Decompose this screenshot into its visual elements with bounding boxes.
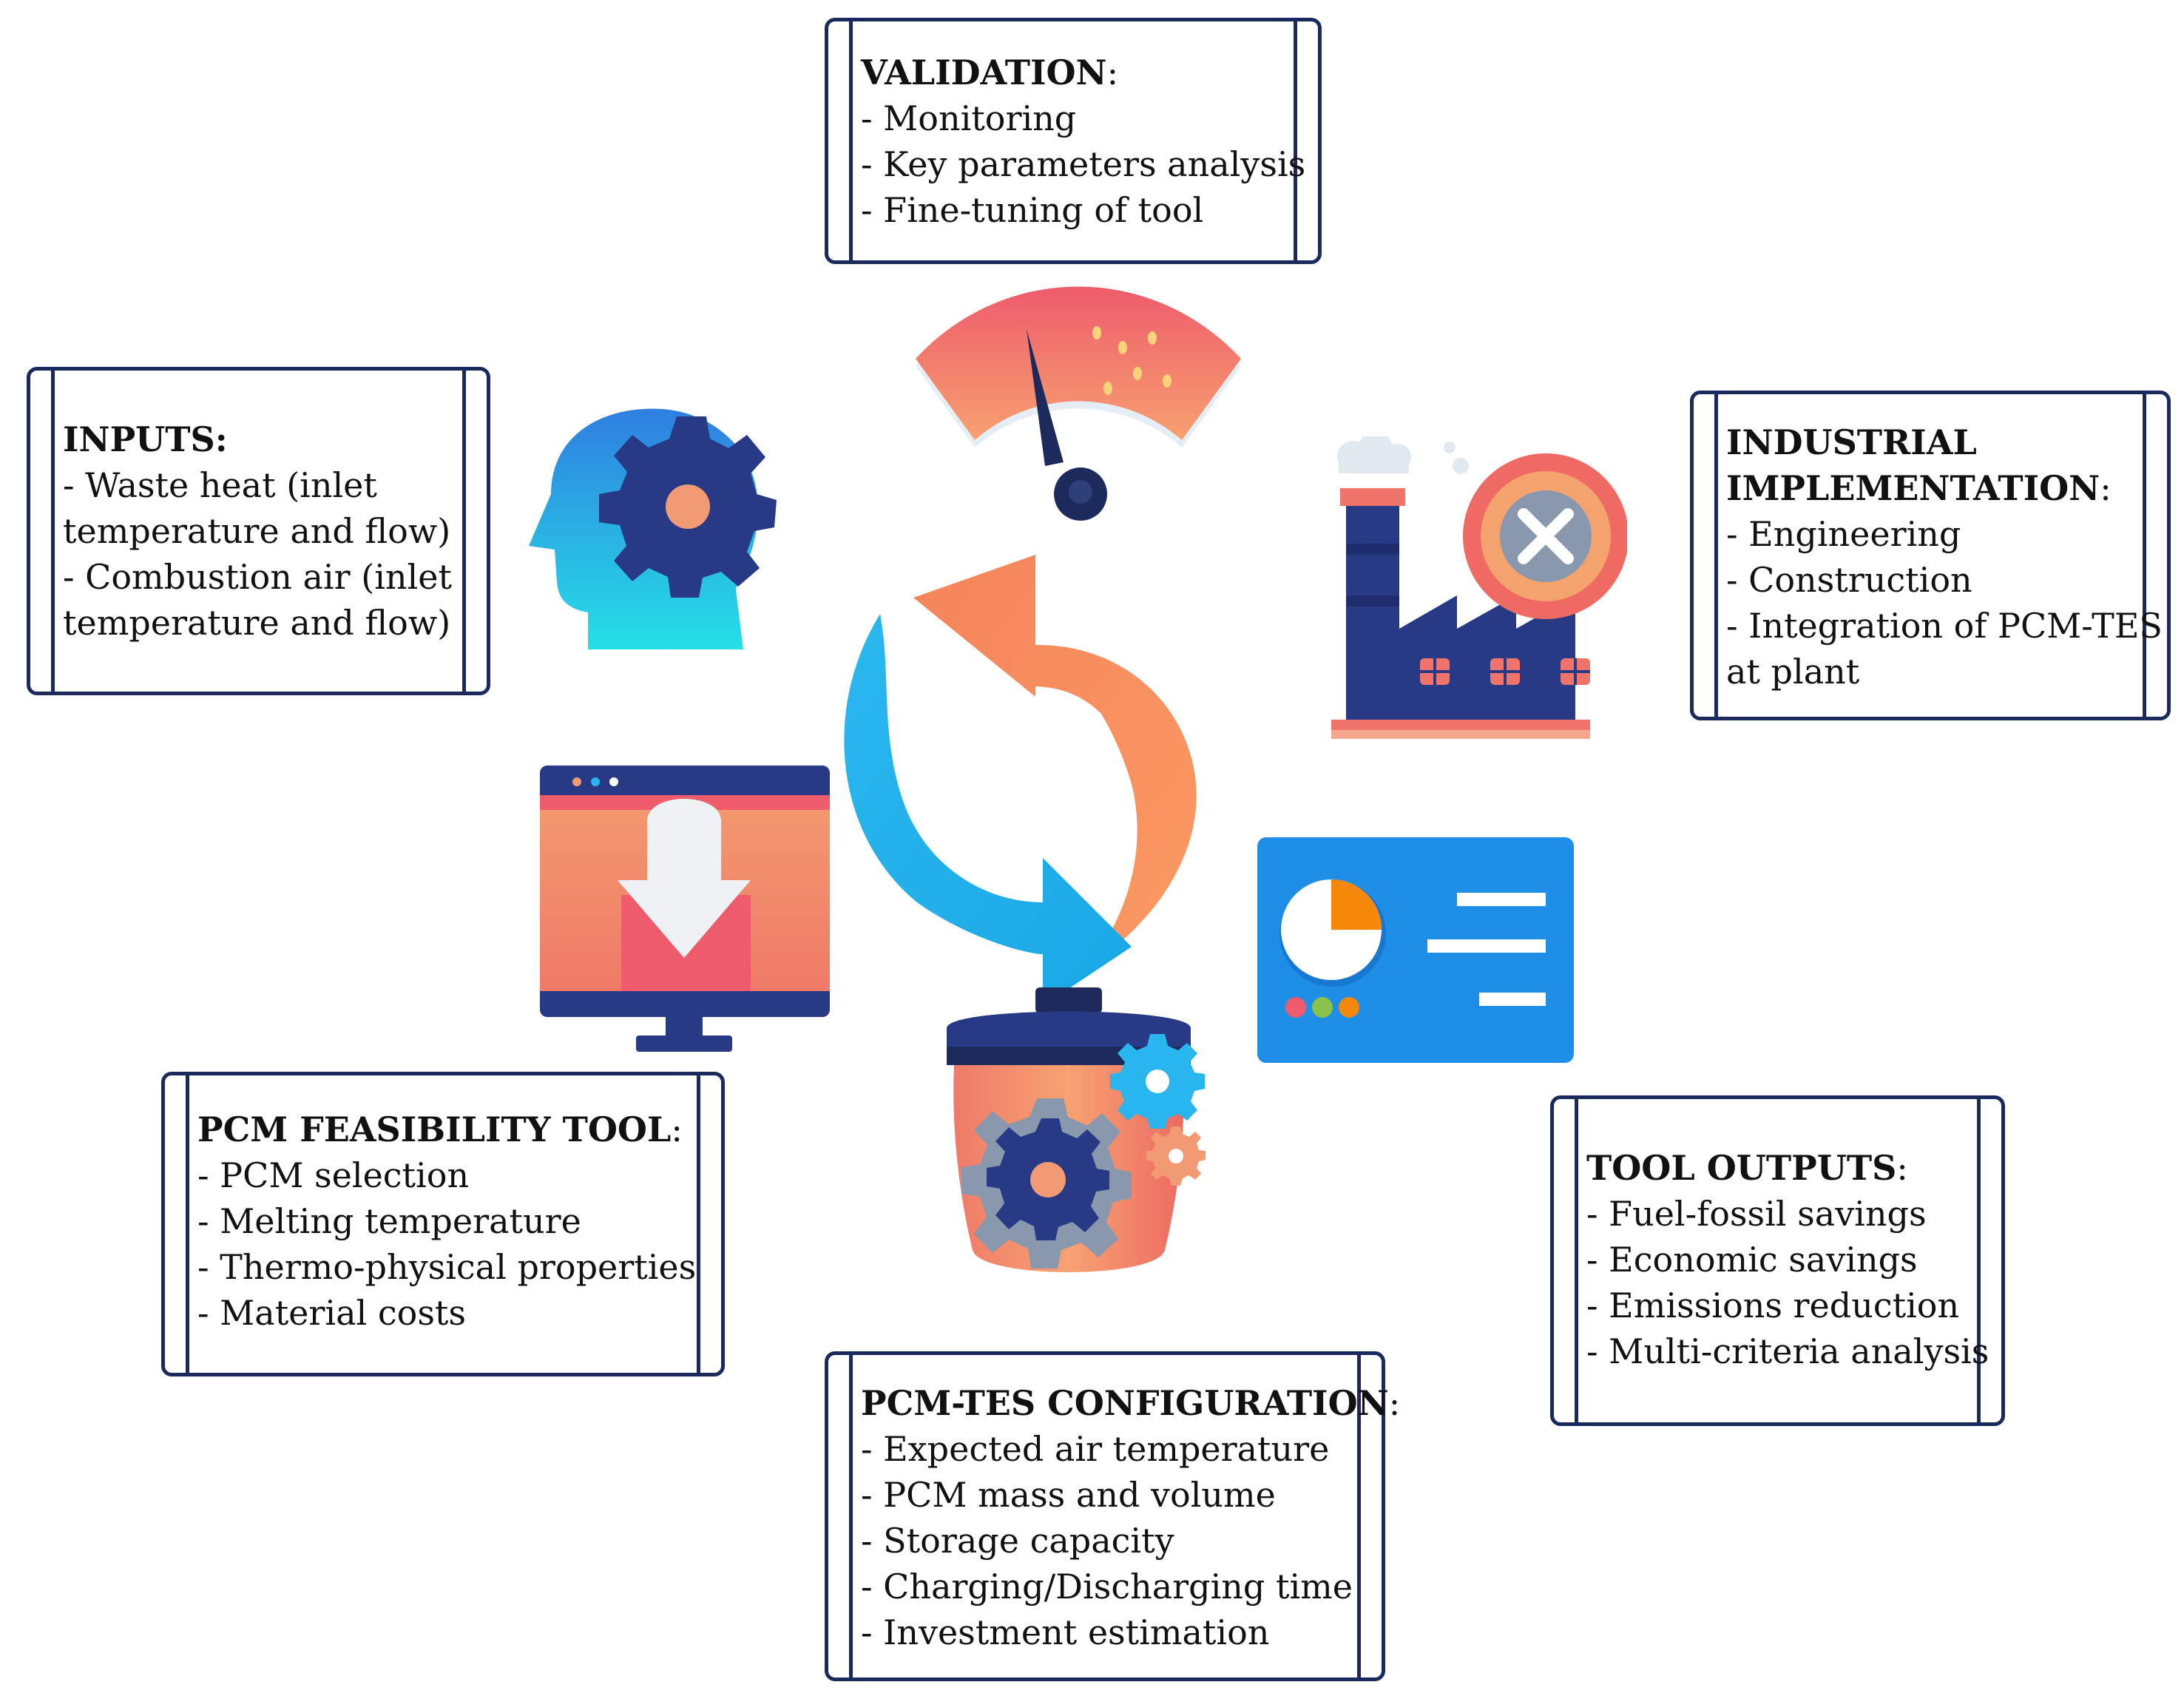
list-item: - Monitoring <box>861 98 1077 138</box>
list-item: - Waste heat (inlet <box>63 465 377 505</box>
list-item: - PCM mass and volume <box>861 1475 1276 1515</box>
list-item: - Combustion air (inlet <box>63 557 452 597</box>
validation-box: VALIDATION: - Monitoring - Key parameter… <box>825 18 1322 264</box>
list-item: - Key parameters analysis <box>861 144 1306 184</box>
list-item: temperature and flow) <box>63 603 451 643</box>
list-item: - Engineering <box>1726 514 1961 554</box>
cycle-arrows-icon <box>844 555 1197 999</box>
factory-tools-icon <box>1331 436 1627 739</box>
list-item: - Multi-criteria analysis <box>1586 1331 1989 1371</box>
list-item: - Expected air temperature <box>861 1429 1330 1469</box>
pcm-feasibility-tool-box: PCM FEASIBILITY TOOL: - PCM selection - … <box>161 1072 725 1376</box>
storage-tank-gears-icon <box>947 987 1206 1272</box>
list-item: - Material costs <box>197 1293 467 1333</box>
inputs-box: INPUTS: - Waste heat (inlet temperature … <box>27 367 490 695</box>
download-monitor-icon <box>540 766 830 1052</box>
industrial-implementation-box: INDUSTRIAL IMPLEMENTATION: - Engineering… <box>1690 391 2171 720</box>
list-item: - Storage capacity <box>861 1521 1174 1561</box>
list-item: - Construction <box>1726 560 1972 600</box>
tool-outputs-box: TOOL OUTPUTS: - Fuel-fossil savings - Ec… <box>1550 1095 2005 1426</box>
dashboard-pie-chart-icon <box>1257 837 1574 1063</box>
outputs-title: TOOL OUTPUTS <box>1586 1148 1897 1188</box>
validation-title: VALIDATION <box>861 53 1107 92</box>
list-item: - Fine-tuning of tool <box>861 190 1204 230</box>
list-item: - Fuel-fossil savings <box>1586 1194 1927 1234</box>
speedometer-gauge-icon <box>916 286 1241 521</box>
feasibility-title: PCM FEASIBILITY TOOL <box>197 1109 672 1149</box>
list-item: - Integration of PCM-TES <box>1726 606 2163 646</box>
list-item: - Thermo-physical properties <box>197 1247 697 1287</box>
industrial-title-line1: INDUSTRIAL <box>1726 422 1977 462</box>
list-item: - Melting temperature <box>197 1201 581 1241</box>
list-item: at plant <box>1726 652 1860 692</box>
industrial-title-line2: IMPLEMENTATION <box>1726 468 2100 508</box>
list-item: - PCM selection <box>197 1155 470 1195</box>
pcm-tes-configuration-box: PCM-TES CONFIGURATION: - Expected air te… <box>825 1351 1400 1681</box>
list-item: - Investment estimation <box>861 1612 1270 1652</box>
list-item: - Economic savings <box>1586 1240 1918 1280</box>
list-item: - Charging/Discharging time <box>861 1567 1353 1607</box>
list-item: temperature and flow) <box>63 511 451 551</box>
list-item: - Emissions reduction <box>1586 1285 1960 1325</box>
config-title: PCM-TES CONFIGURATION <box>861 1383 1389 1423</box>
head-gear-icon <box>529 408 777 649</box>
inputs-title: INPUTS: <box>63 419 228 459</box>
